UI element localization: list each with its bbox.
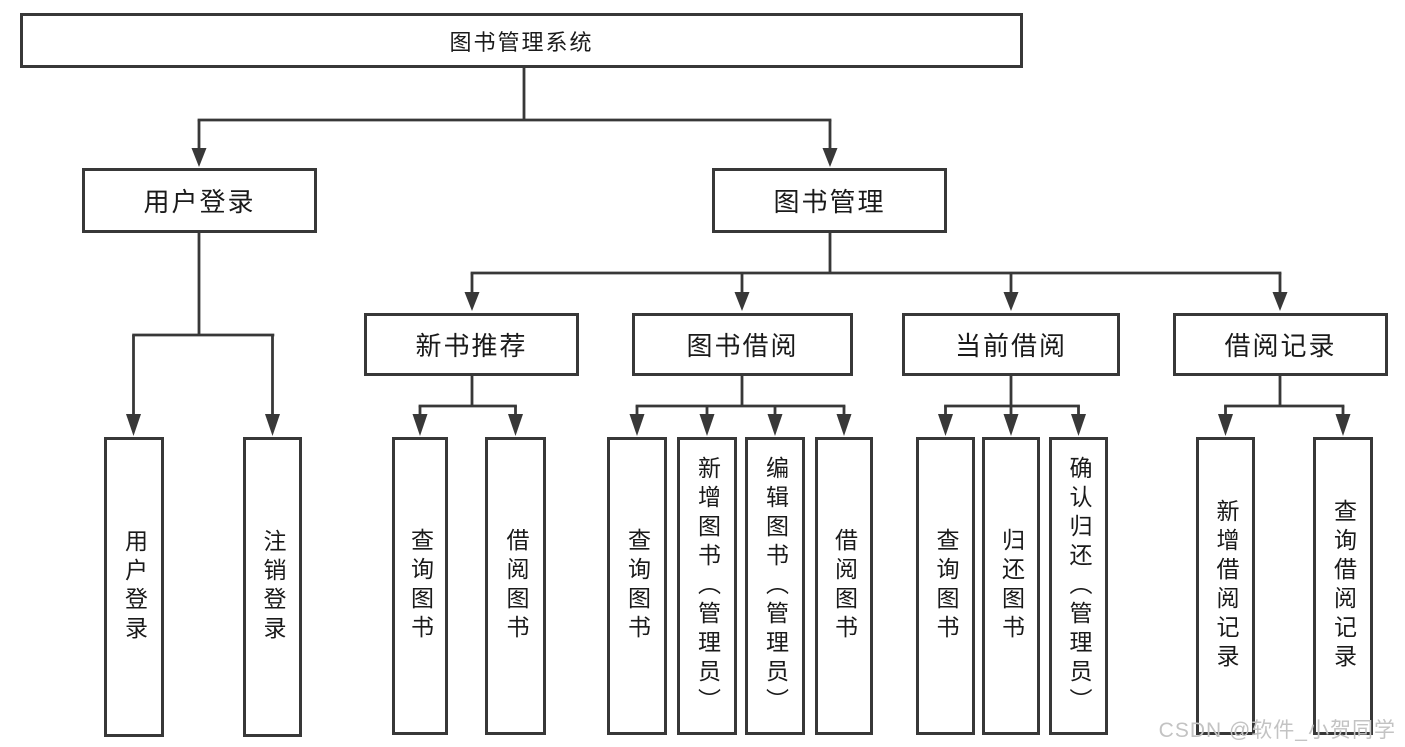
node-user-login: 用户登录 — [82, 168, 317, 233]
node-br-query-record: 查询借阅记录 — [1313, 437, 1373, 735]
node-current-borrowing: 当前借阅 — [902, 313, 1120, 376]
node-nb-query-books: 查询图书 — [392, 437, 448, 735]
node-cb-confirm-return: 确认归还（管理员） — [1049, 437, 1108, 735]
node-cb-return-books: 归还图书 — [982, 437, 1040, 735]
node-new-book-recommend: 新书推荐 — [364, 313, 579, 376]
node-user-login-action: 用户登录 — [104, 437, 164, 737]
node-nb-borrow-books: 借阅图书 — [485, 437, 546, 735]
node-book-borrowing: 图书借阅 — [632, 313, 853, 376]
watermark: CSDN @软件_小贺同学 — [1158, 719, 1396, 742]
node-bb-edit-books: 编辑图书（管理员） — [745, 437, 805, 735]
arrowheads — [126, 148, 1351, 436]
node-root: 图书管理系统 — [20, 13, 1023, 68]
node-bb-add-books: 新增图书（管理员） — [677, 437, 737, 735]
node-borrow-records: 借阅记录 — [1173, 313, 1388, 376]
node-logout-action: 注销登录 — [243, 437, 302, 737]
node-bb-query-books: 查询图书 — [607, 437, 667, 735]
node-cb-query-books: 查询图书 — [916, 437, 975, 735]
node-book-management: 图书管理 — [712, 168, 947, 233]
node-br-add-record: 新增借阅记录 — [1196, 437, 1255, 735]
node-bb-borrow-books: 借阅图书 — [815, 437, 873, 735]
